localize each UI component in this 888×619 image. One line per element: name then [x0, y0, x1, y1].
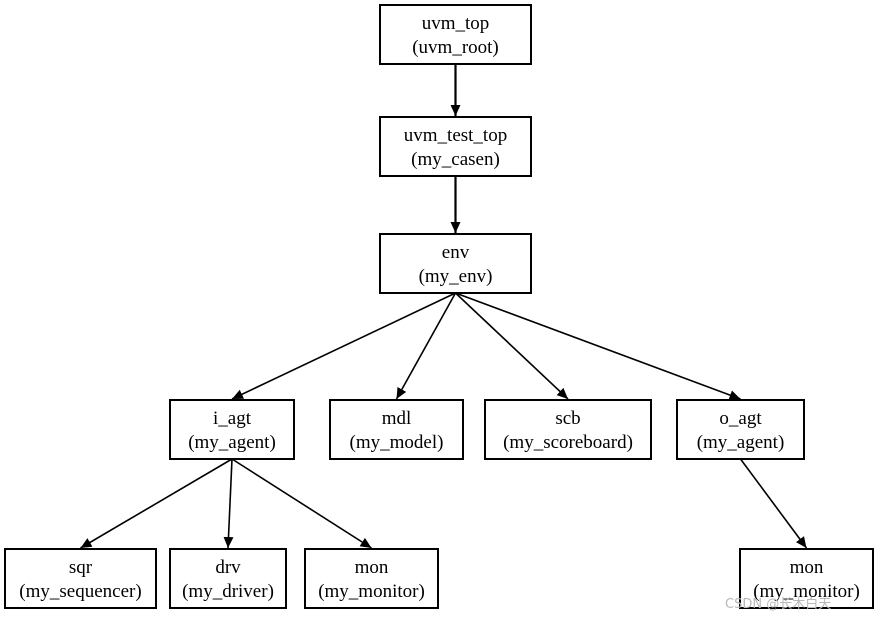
node-uvm-top: uvm_top (uvm_root): [379, 4, 532, 65]
node-sqr: sqr (my_sequencer): [4, 548, 157, 609]
node-instance-name: i_agt: [213, 408, 252, 429]
nodes-layer: uvm_top (uvm_root) uvm_test_top (my_casen)e…: [4, 4, 874, 609]
node-o-agt: o_agt (my_agent): [676, 399, 805, 460]
node-type-name: (my_monitor): [753, 581, 860, 602]
node-type-name: (my_agent): [188, 432, 276, 453]
node-instance-name: mon: [790, 557, 824, 578]
node-mdl: mdl (my_model): [329, 399, 464, 460]
node-type-name: (my_agent): [697, 432, 785, 453]
node-type-name: (my_monitor): [318, 581, 425, 602]
node-box: [484, 399, 652, 460]
node-type-name: (my_env): [419, 266, 493, 287]
node-instance-name: o_agt: [719, 408, 762, 429]
edge-env-to-mdl: [395, 292, 457, 400]
node-uvm-test-top: uvm_test_top (my_casen): [379, 116, 532, 177]
node-instance-name: env: [442, 242, 470, 263]
node-drv: drv (my_driver): [169, 548, 287, 609]
node-instance-name: drv: [215, 557, 241, 578]
node-type-name: (my_casen): [411, 149, 500, 170]
node-box: [676, 399, 805, 460]
node-box: [4, 548, 157, 609]
node-instance-name: uvm_top: [422, 13, 490, 34]
node-env: env (my_env): [379, 233, 532, 294]
node-type-name: (uvm_root): [412, 37, 499, 58]
node-scb: scb (my_scoreboard): [484, 399, 652, 460]
node-type-name: (my_driver): [182, 581, 274, 602]
edges-layer: [80, 64, 808, 549]
edge-env-to-i-agt: [231, 292, 456, 400]
edge-i-agt-to-i-mon: [231, 458, 372, 549]
edge-i-agt-to-sqr: [80, 458, 233, 549]
node-instance-name: sqr: [69, 557, 93, 578]
node-instance-name: uvm_test_top: [404, 125, 507, 146]
node-instance-name: scb: [555, 408, 580, 429]
node-box: [739, 548, 874, 609]
edge-env-to-o-agt: [455, 292, 741, 400]
node-i-agt: i_agt (my_agent): [169, 399, 295, 460]
node-type-name: (my_sequencer): [19, 581, 141, 602]
node-type-name: (my_scoreboard): [503, 432, 633, 453]
edge-env-to-scb: [454, 292, 569, 400]
watermark-text: CSDN @长木白天: [725, 596, 831, 612]
node-box: [169, 548, 287, 609]
node-box: [169, 399, 295, 460]
edge-o-agt-to-o-mon: [739, 458, 808, 549]
edge-i-agt-to-drv: [223, 458, 234, 549]
node-instance-name: mdl: [382, 408, 412, 429]
node-box: [379, 116, 532, 177]
node-box: [379, 4, 532, 65]
node-box: [329, 399, 464, 460]
node-box: [379, 233, 532, 294]
node-instance-name: mon: [355, 557, 389, 578]
node-type-name: (my_model): [350, 432, 444, 453]
node-i-mon: mon (my_monitor): [304, 548, 439, 609]
node-box: [304, 548, 439, 609]
node-o-mon: mon (my_monitor): [739, 548, 874, 609]
